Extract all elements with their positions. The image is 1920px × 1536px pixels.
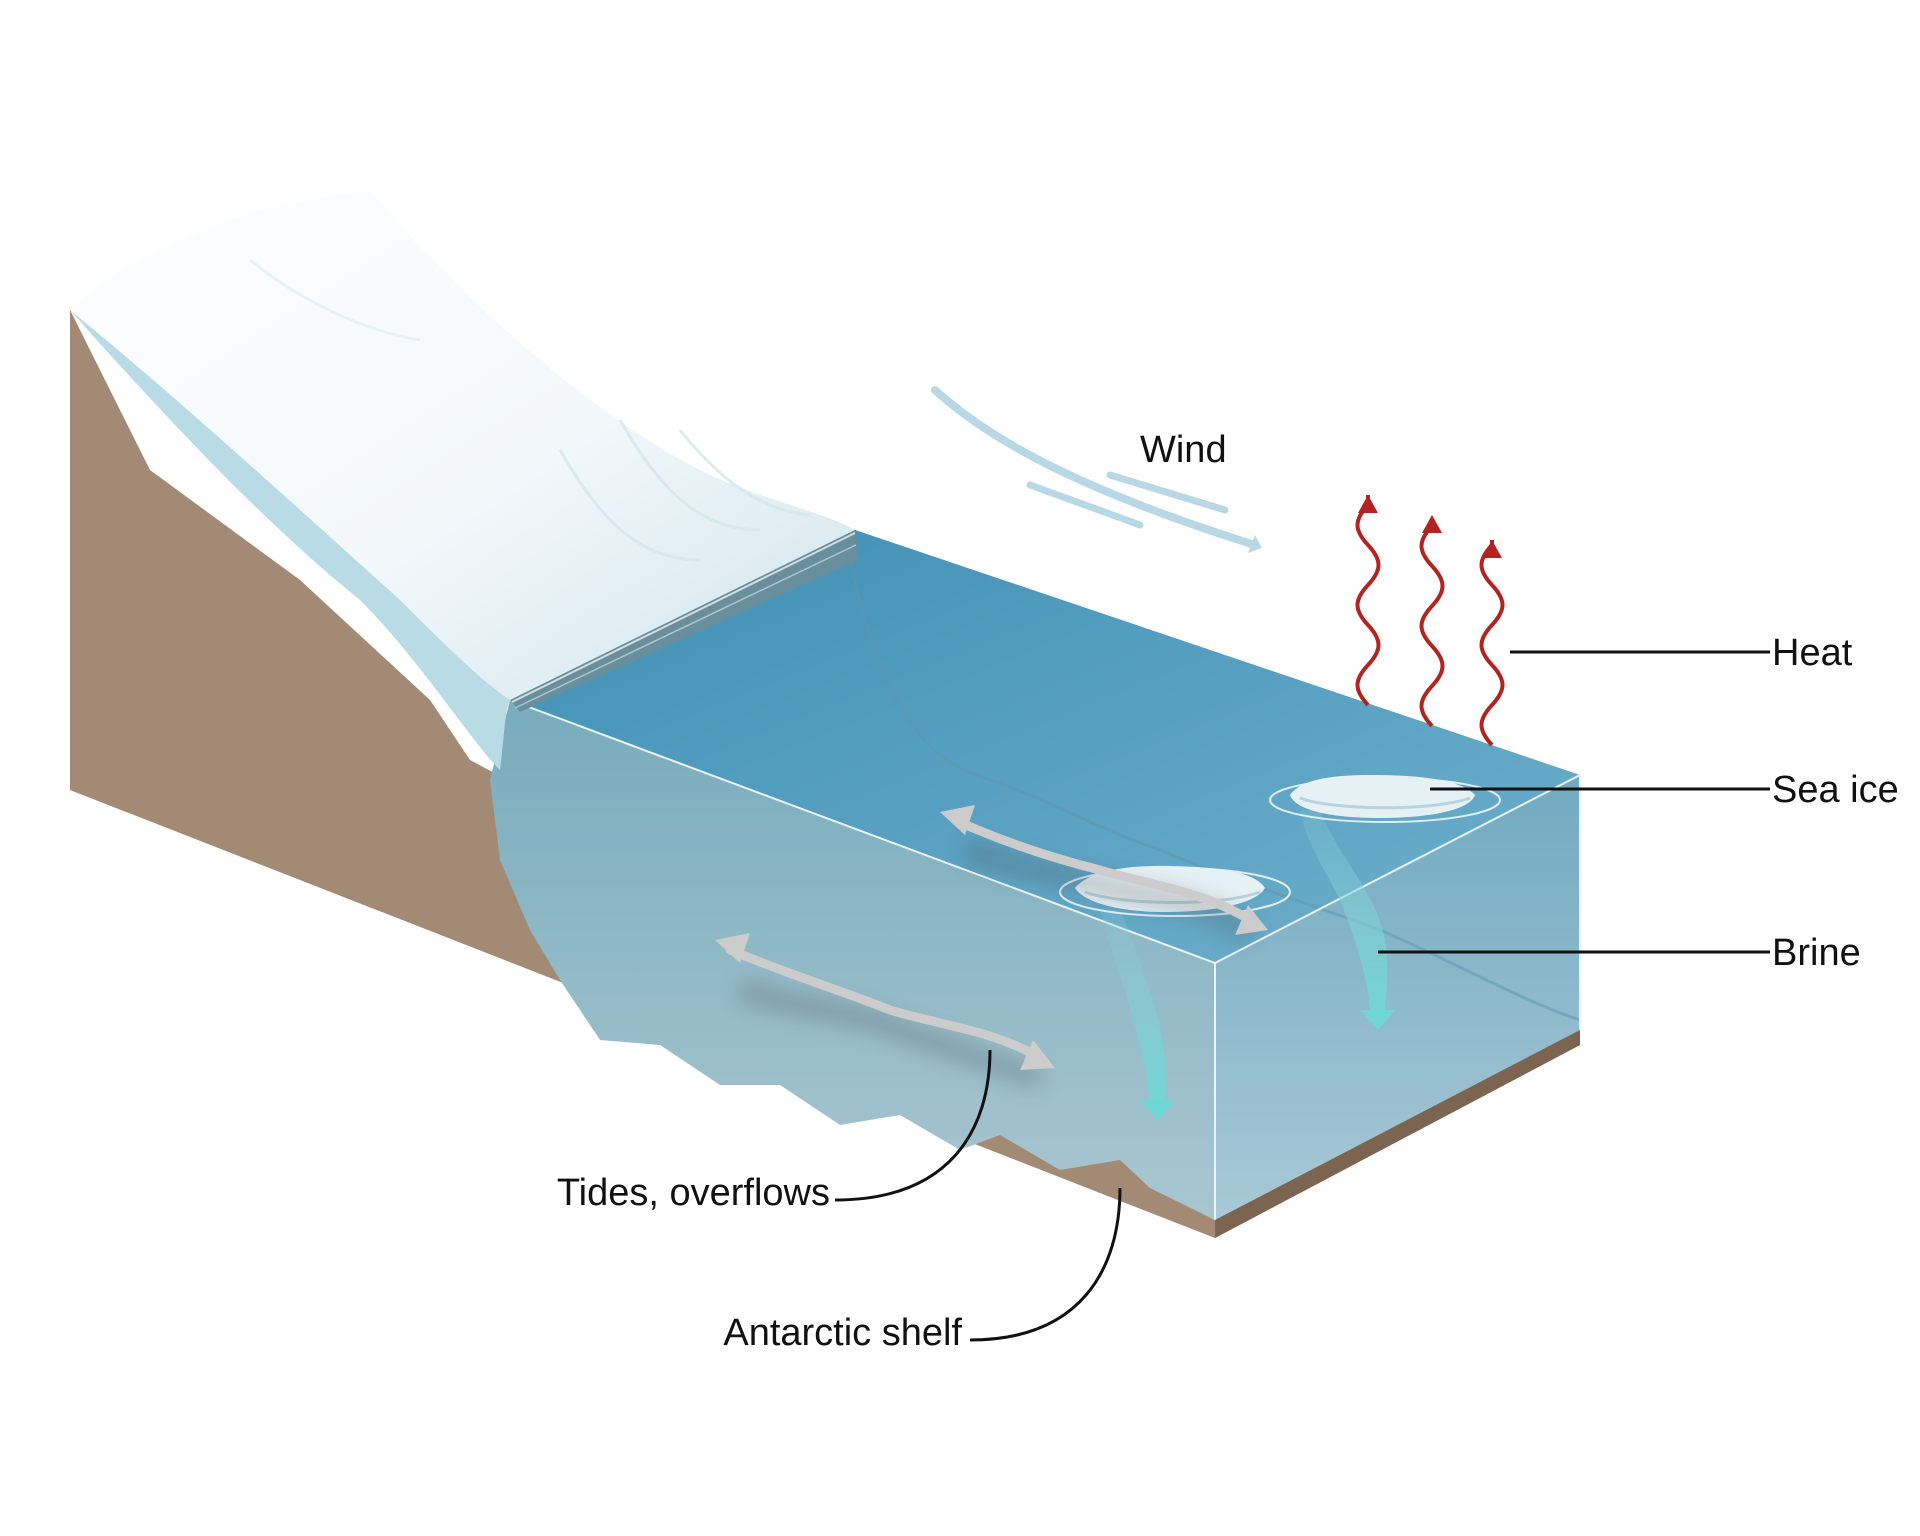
- tides-leader: [834, 1049, 992, 1202]
- brine-label: Brine: [1772, 932, 1861, 974]
- heat-arrow: [1419, 515, 1445, 728]
- leader-lines: [834, 650, 1770, 1342]
- sea-ice-label: Sea ice: [1772, 769, 1899, 811]
- brine-plumes: [1100, 810, 1395, 1120]
- brine-plume: [1300, 810, 1395, 1030]
- ice-shelf: [70, 190, 858, 770]
- wind-label: Wind: [1140, 429, 1227, 471]
- shelf-leader: [969, 1187, 1122, 1342]
- heat-label: Heat: [1772, 632, 1853, 674]
- heat-arrow: [1355, 495, 1381, 707]
- tide-arrows: [715, 805, 1268, 1091]
- labels: Wind Heat Sea ice Brine Tides, overflows…: [557, 429, 1899, 1354]
- shelf-label: Antarctic shelf: [723, 1312, 962, 1354]
- tides-label: Tides, overflows: [557, 1172, 830, 1214]
- shelf-edge: [1215, 1030, 1580, 1238]
- heat-arrow: [1479, 540, 1505, 747]
- wind-arrows: [931, 386, 1262, 553]
- heat-arrows: [1355, 495, 1505, 747]
- tide-arrow: [715, 933, 1055, 1091]
- brine-plume: [1100, 910, 1175, 1120]
- sea-ice-floe: [1269, 775, 1501, 823]
- tide-arrow: [940, 805, 1268, 945]
